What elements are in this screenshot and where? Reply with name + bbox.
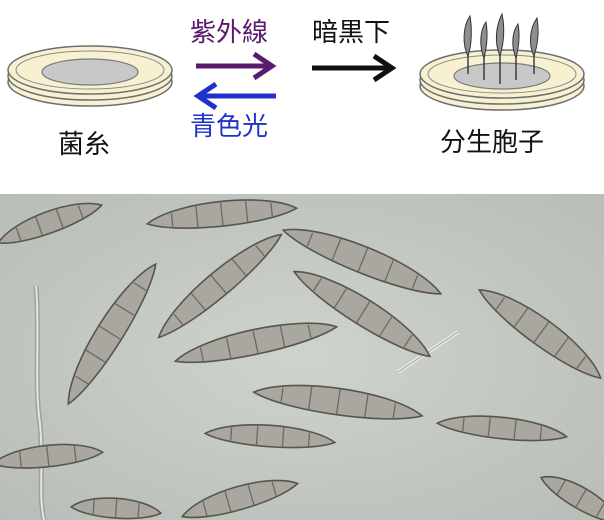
conidium-cell (435, 415, 569, 442)
uv-label: 紫外線 (190, 18, 269, 48)
mycelium-dish-icon (7, 45, 173, 107)
conidium-cell (69, 497, 163, 520)
conidium-cell (0, 202, 104, 244)
conidium-cell (0, 443, 105, 469)
conidia-micrograph (0, 194, 604, 520)
blue-light-label: 青色光 (190, 112, 269, 142)
conidium-cell (477, 289, 602, 380)
dark-label: 暗黒下 (312, 18, 391, 48)
blue-light-arrow-icon (193, 81, 276, 111)
conidium-cell (252, 384, 424, 420)
conidia-dish-icon (419, 49, 585, 111)
uv-arrow-icon (196, 51, 277, 81)
conidium-cell (173, 322, 339, 364)
conidium-cell (539, 475, 604, 520)
conidia-label: 分生胞子 (440, 128, 545, 158)
diagram-graphics (7, 12, 585, 111)
conidia-cells (0, 199, 604, 520)
conidium-cell (145, 199, 299, 229)
conidium-cell (157, 233, 283, 339)
conidium-cell (203, 424, 337, 449)
conidium-cell (180, 479, 300, 519)
conidium-cell (281, 228, 443, 295)
dark-arrow-icon (312, 53, 397, 83)
conidium-cell (67, 262, 157, 406)
conidiophore-icons (463, 12, 539, 84)
mycelium-label: 菌糸 (58, 130, 111, 160)
conidium-cell (292, 270, 432, 358)
